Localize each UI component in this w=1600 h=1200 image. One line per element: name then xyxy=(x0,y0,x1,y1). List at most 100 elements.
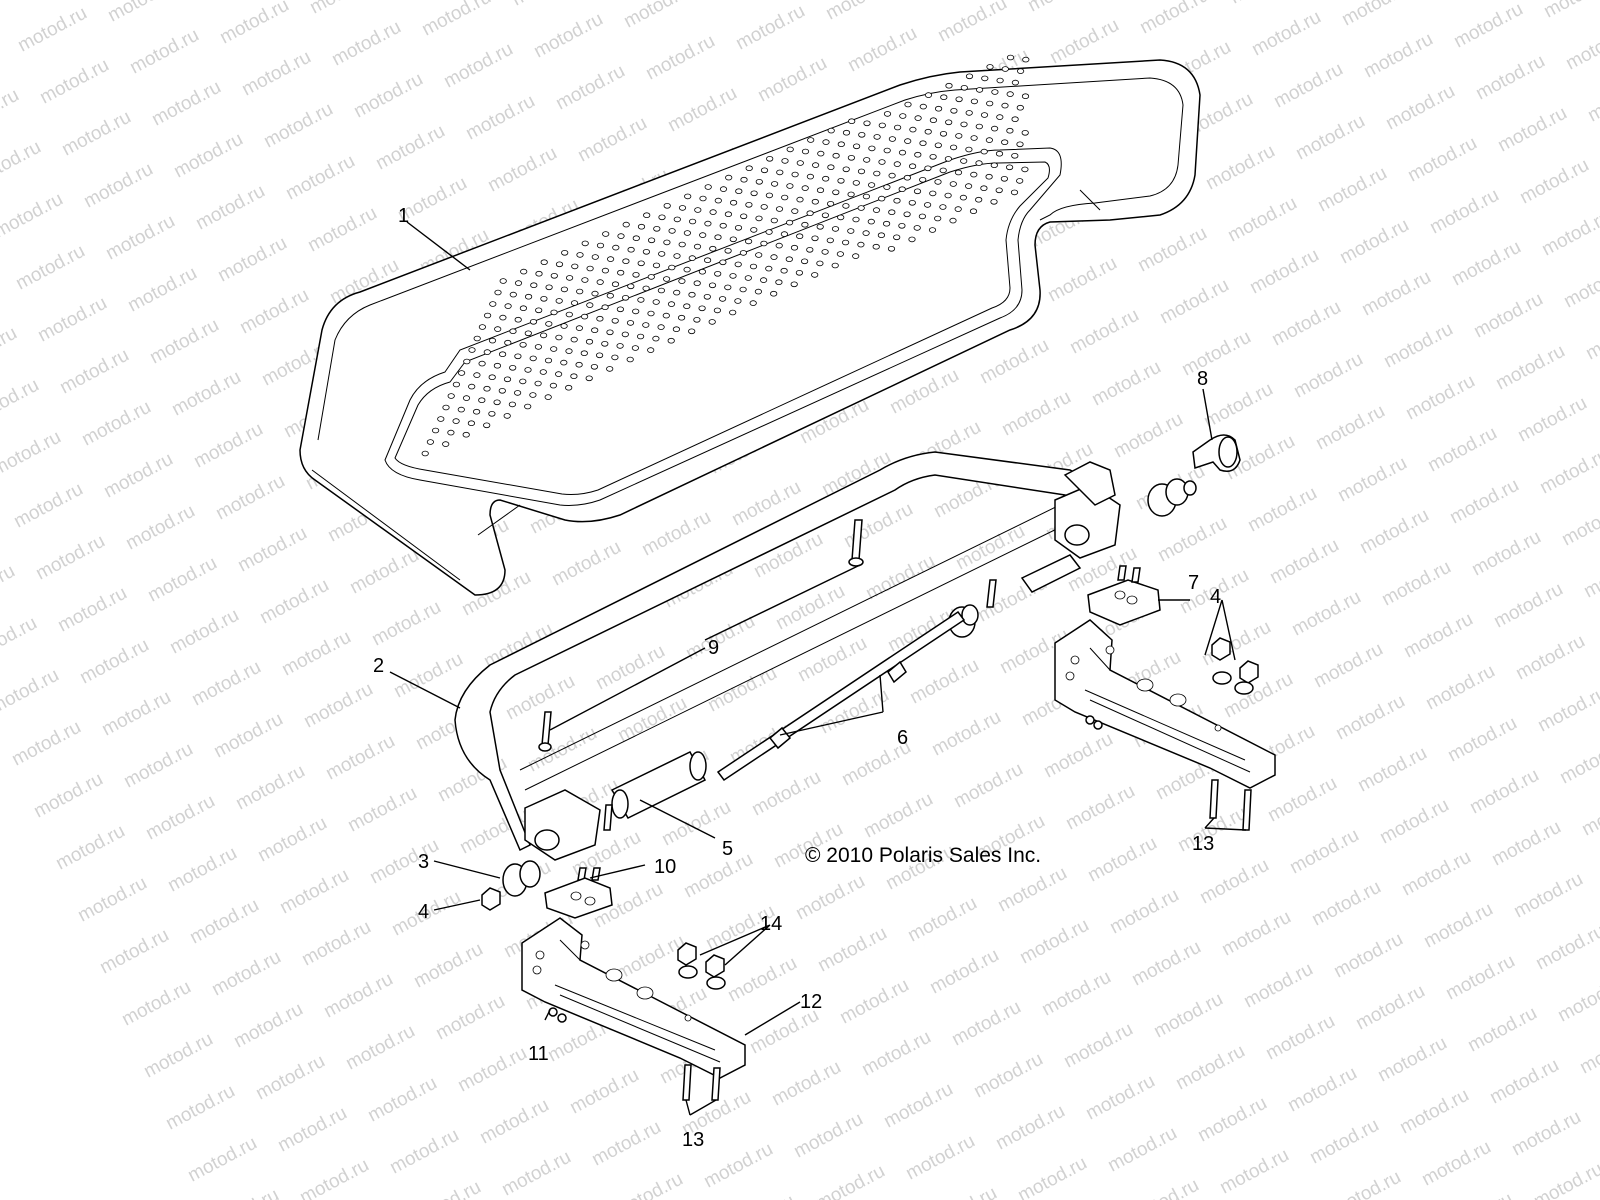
tray-perforation-hole xyxy=(483,385,491,392)
tray-perforation-hole xyxy=(955,96,963,103)
watermark-text: motod.ru xyxy=(1330,929,1406,983)
tray-perforation-hole xyxy=(647,274,655,280)
tray-perforation-hole xyxy=(539,369,547,375)
watermark-text: motod.ru xyxy=(1472,51,1548,105)
watermark-text: motod.ru xyxy=(144,553,220,607)
watermark-text: motod.ru xyxy=(620,0,696,32)
tray-perforation-hole xyxy=(504,339,512,346)
watermark-text: motod.ru xyxy=(844,23,920,77)
tray-perforation-hole xyxy=(729,309,737,316)
watermark-text: motod.ru xyxy=(724,953,800,1007)
tray-perforation-hole xyxy=(673,216,681,223)
tray-perforation-hole xyxy=(514,280,523,286)
tray-perforation-hole xyxy=(591,254,599,260)
watermark-text: motod.ru xyxy=(410,939,486,993)
tray-perforation-hole xyxy=(693,243,702,250)
tray-perforation-hole xyxy=(934,179,942,185)
tray-perforation-hole xyxy=(719,186,728,192)
tray-perforation-hole xyxy=(995,150,1004,157)
tray-perforation-hole xyxy=(945,119,953,126)
tray-perforation-hole xyxy=(509,328,517,335)
watermark-text: motod.ru xyxy=(592,641,668,695)
watermark-text: motod.ru xyxy=(386,1125,462,1179)
watermark-text: motod.ru xyxy=(950,759,1026,813)
tray-perforation-hole xyxy=(755,252,763,258)
watermark-text: motod.ru xyxy=(1584,73,1600,127)
tray-perforation-hole xyxy=(703,293,711,300)
watermark-text: motod.ru xyxy=(860,789,936,843)
watermark-text: motod.ru xyxy=(238,47,314,101)
tray-perforation-hole xyxy=(841,239,850,246)
tray-perforation-hole xyxy=(539,332,548,339)
tray-perforation-hole xyxy=(1016,141,1024,148)
watermark-text: motod.ru xyxy=(1178,327,1254,381)
tray-perforation-hole xyxy=(985,173,993,180)
tray-perforation-hole xyxy=(816,260,824,267)
tray-perforation-hole xyxy=(504,303,512,309)
tray-perforation-hole xyxy=(760,240,768,247)
watermark-text: motod.ru xyxy=(880,1079,956,1133)
tray-perforation-hole xyxy=(821,212,830,219)
watermark-text: motod.ru xyxy=(208,947,284,1001)
tray-perforation-hole xyxy=(499,314,507,321)
watermark-text: motod.ru xyxy=(926,945,1002,999)
watermark-text: motod.ru xyxy=(1332,691,1408,745)
watermark-text: motod.ru xyxy=(260,99,336,153)
tray-perforation-hole xyxy=(488,337,497,344)
tray-perforation-hole xyxy=(617,269,625,276)
tray-perforation-hole xyxy=(667,301,676,307)
tray-perforation-hole xyxy=(555,334,563,341)
tray-perforation-hole xyxy=(565,384,573,391)
watermark-text: motod.ru xyxy=(732,1,808,55)
tray-perforation-hole xyxy=(524,367,532,373)
tray-perforation-hole xyxy=(560,286,569,293)
watermark-text: motod.ru xyxy=(1040,729,1116,783)
watermark-text: motod.ru xyxy=(642,31,718,85)
tray-perforation-hole xyxy=(520,268,528,275)
tray-perforation-hole xyxy=(791,171,799,178)
tray-perforation-hole xyxy=(540,295,548,302)
watermark-text: motod.ru xyxy=(278,627,354,681)
tray-perforation-hole xyxy=(1005,164,1014,171)
leader-lines xyxy=(389,221,1247,1116)
tray-perforation-hole xyxy=(986,64,994,70)
tray-perforation-hole xyxy=(688,218,697,225)
tray-perforation-hole xyxy=(980,112,989,118)
tray-perforation-hole xyxy=(719,259,727,266)
watermark-text: motod.ru xyxy=(0,323,21,377)
watermark-text: motod.ru xyxy=(664,83,740,137)
callout-14: 14 xyxy=(760,913,782,935)
watermark-text: motod.ru xyxy=(1270,59,1346,113)
tray-perforation-hole xyxy=(699,195,707,202)
tray-perforation-hole xyxy=(1021,93,1030,99)
watermark-text: motod.ru xyxy=(232,761,308,815)
tray-perforation-hole xyxy=(591,290,599,297)
tray-perforation-hole xyxy=(904,101,912,108)
tray-perforation-hole xyxy=(704,184,712,190)
tray-perforation-hole xyxy=(586,302,594,308)
tray-perforation-hole xyxy=(657,287,666,294)
tray-perforation-hole xyxy=(739,286,747,293)
watermark-text: motod.ru xyxy=(1356,505,1432,559)
tray-perforation-hole xyxy=(693,280,701,287)
tray-perforation-hole xyxy=(688,328,696,335)
watermark-text: motod.ru xyxy=(188,657,264,711)
watermark-text: motod.ru xyxy=(0,613,41,667)
watermark-text: motod.ru xyxy=(162,1081,238,1135)
tray-perforation-hole xyxy=(996,114,1004,120)
watermark-text: motod.ru xyxy=(1402,371,1478,425)
watermark-text: motod.ru xyxy=(408,1177,484,1200)
tray-perforation-hole xyxy=(985,137,994,143)
watermark-text: motod.ru xyxy=(904,893,980,947)
tray-perforation-hole xyxy=(766,156,774,162)
tray-perforation-hole xyxy=(457,406,465,413)
watermark-text: motod.ru xyxy=(822,0,898,24)
tray-perforation-hole xyxy=(714,270,722,277)
tray-perforation-hole xyxy=(888,209,896,216)
tray-perforation-hole xyxy=(888,136,897,142)
tray-perforation-hole xyxy=(990,162,998,169)
watermark-text: motod.ru xyxy=(902,1131,978,1185)
tray-perforation-hole xyxy=(534,380,542,387)
tray-perforation-hole xyxy=(1011,116,1019,122)
watermark-text: motod.ru xyxy=(148,77,224,131)
